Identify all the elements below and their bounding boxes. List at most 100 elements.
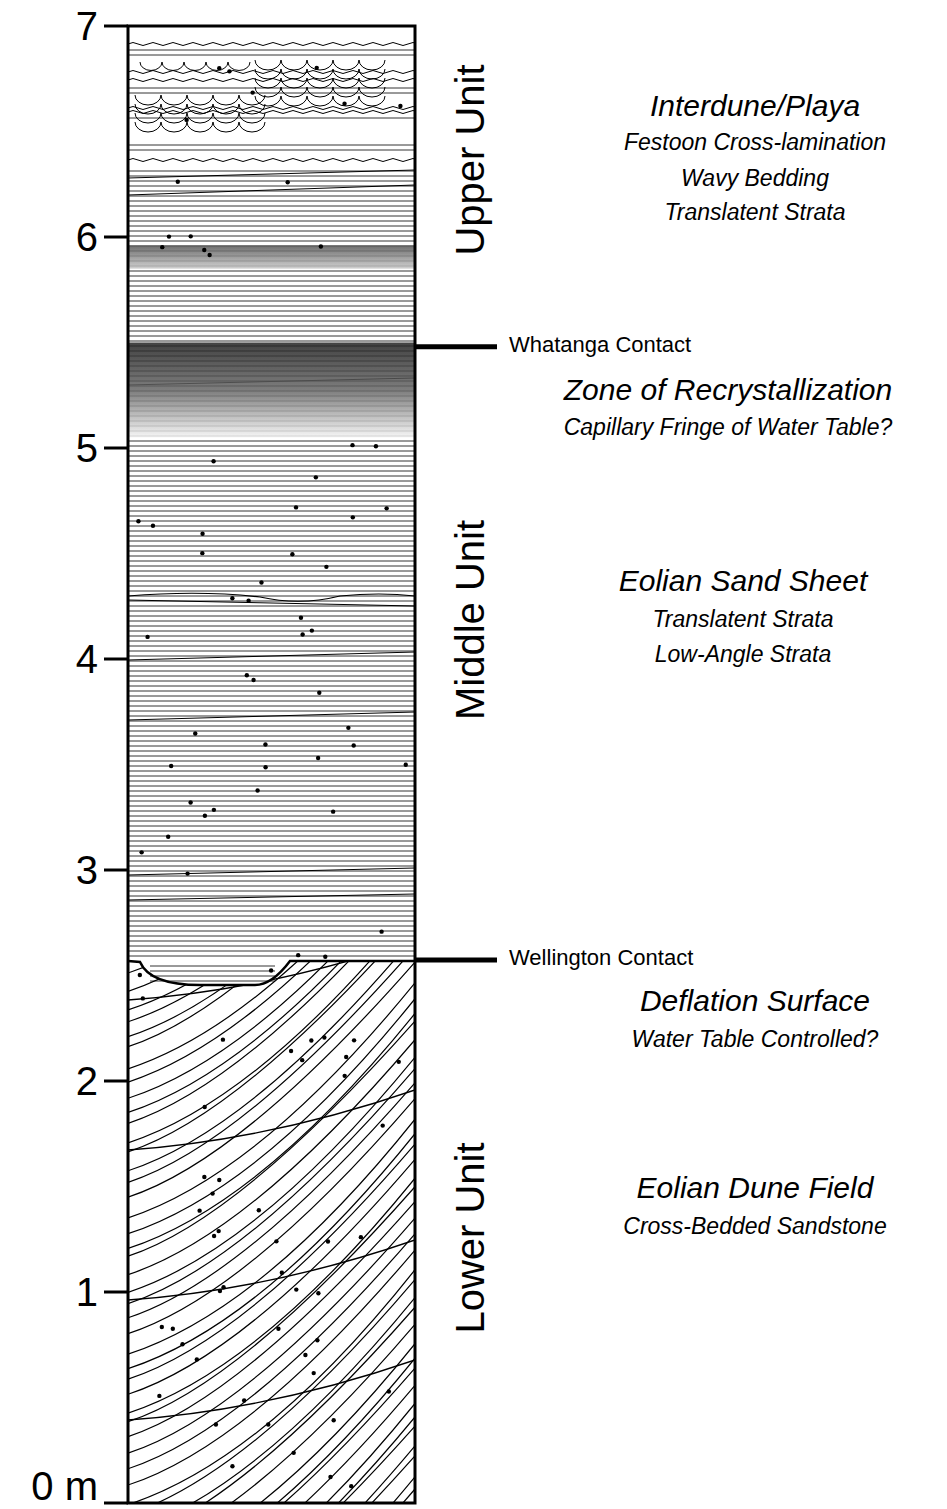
foreset-line — [128, 1344, 415, 1509]
lamina-line — [128, 481, 415, 482]
grain-dot — [197, 1208, 201, 1212]
grain-dot — [245, 673, 249, 677]
lamina-line — [128, 916, 415, 917]
lamina-line — [128, 306, 415, 307]
cross-bedding — [128, 727, 415, 1509]
foreset-line — [128, 1187, 415, 1422]
lamina-line — [128, 781, 415, 782]
contact-label: Whatanga Contact — [509, 333, 691, 357]
lamina-line — [128, 556, 415, 557]
unit-label: Lower Unit — [448, 1142, 492, 1333]
grain-dot — [342, 101, 346, 105]
grain-dot — [315, 1338, 319, 1342]
lamina-line — [128, 55, 415, 56]
grain-dot — [323, 955, 327, 959]
lamina-line — [128, 491, 415, 492]
lamina-line — [128, 821, 415, 822]
grain-dot — [255, 788, 259, 792]
foreset-line — [128, 727, 415, 962]
lamina-line — [128, 741, 415, 742]
grain-dot — [207, 253, 211, 257]
lamina-line — [128, 831, 415, 832]
lamina-line — [128, 721, 415, 722]
lamina-line — [128, 801, 415, 802]
lamina-line — [128, 931, 415, 932]
lamina-line — [128, 676, 415, 677]
facies-note: Low-Angle Strata — [655, 642, 831, 667]
low-angle-line — [128, 600, 415, 606]
grain-dot — [294, 505, 298, 509]
grain-dot — [294, 1287, 298, 1291]
grain-dot — [263, 742, 267, 746]
festoon-arc — [255, 96, 385, 106]
foreset-line — [128, 775, 415, 1010]
lamina-line — [128, 531, 415, 532]
grain-dot — [324, 565, 328, 569]
foreset-line — [128, 1144, 415, 1379]
grain-dot — [145, 635, 149, 639]
lamina-line — [128, 696, 415, 697]
foreset-line — [128, 756, 415, 991]
lamina-line — [128, 701, 415, 702]
axis-tick — [104, 236, 128, 239]
grain-dot — [346, 726, 350, 730]
lamina-line — [128, 561, 415, 562]
lamina-line — [128, 221, 415, 222]
lamina-line — [128, 241, 415, 242]
grain-dot — [246, 599, 250, 603]
foreset-line — [128, 1385, 415, 1509]
lamina-line — [128, 611, 415, 612]
lamina-line — [128, 911, 415, 912]
grain-dot — [349, 1484, 353, 1488]
lamina-line — [128, 93, 415, 94]
lamina-line — [128, 571, 415, 572]
wavy-line — [128, 71, 415, 74]
lamina-line — [128, 596, 415, 597]
grain-dot — [316, 1291, 320, 1295]
foreset-line — [128, 1368, 415, 1509]
grain-dot — [251, 678, 255, 682]
foreset-line — [128, 1234, 415, 1469]
grain-dot — [202, 1175, 206, 1179]
lamina-line — [128, 536, 415, 537]
grain-dot — [139, 850, 143, 854]
lamina-line — [128, 936, 415, 937]
upper-ground — [128, 26, 415, 166]
grain-dot — [217, 1178, 221, 1182]
grain-dot — [195, 1357, 199, 1361]
lamina-line — [128, 926, 415, 927]
grain-dot — [326, 1239, 330, 1243]
lamina-line — [128, 145, 415, 146]
low-angle-line — [128, 712, 415, 720]
lamina-line — [128, 751, 415, 752]
lamina-line — [128, 441, 415, 442]
bounding-surface — [128, 1240, 415, 1300]
grain-dot — [398, 104, 402, 108]
grain-dot — [185, 871, 189, 875]
lamina-line — [128, 736, 415, 737]
wavy-line — [128, 43, 415, 46]
grain-dot — [160, 245, 164, 249]
grain-dot — [289, 1049, 293, 1053]
lamina-line — [128, 191, 415, 192]
grain-dot — [214, 1422, 218, 1426]
wavy-line — [128, 593, 415, 601]
axis-tick — [104, 447, 128, 450]
foreset-line — [128, 863, 415, 1098]
gray-band — [128, 245, 415, 268]
grain-dot — [352, 1038, 356, 1042]
foreset-line — [128, 1298, 415, 1509]
lamina-line — [128, 776, 415, 777]
lamina-line — [128, 761, 415, 762]
festoon-arc — [135, 104, 265, 114]
lamina-line — [128, 471, 415, 472]
grain-dot — [259, 580, 263, 584]
lamina-line — [128, 841, 415, 842]
lamina-line — [128, 746, 415, 747]
axis-tick — [104, 25, 128, 28]
grain-dot — [189, 234, 193, 238]
grain-dot — [384, 506, 388, 510]
wavy-line — [128, 111, 415, 114]
grain-dot — [342, 1074, 346, 1078]
grain-dot — [217, 66, 221, 70]
